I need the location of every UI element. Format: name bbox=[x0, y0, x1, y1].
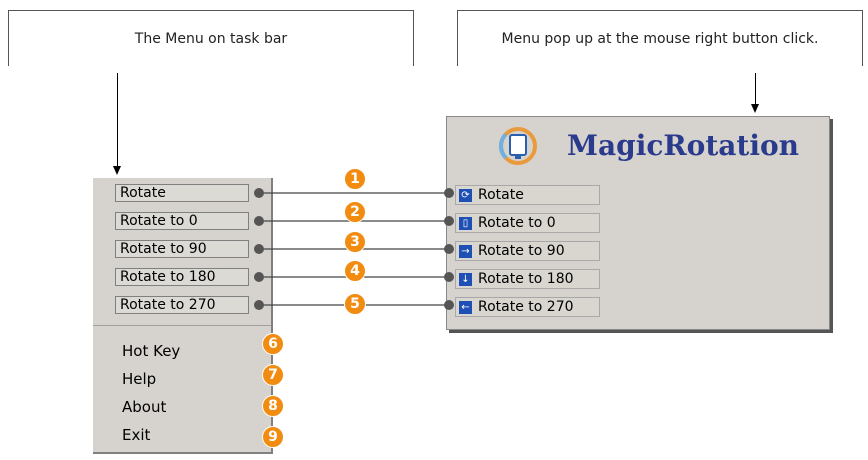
popup-rotate-label: Rotate bbox=[478, 187, 524, 203]
menu-item-help[interactable]: Help bbox=[122, 370, 157, 388]
connector-dot-left-3 bbox=[254, 244, 264, 254]
popup-rotate-0-button[interactable]: ▯ Rotate to 0 bbox=[455, 213, 600, 233]
menu-item-exit[interactable]: Exit bbox=[122, 426, 151, 444]
connector-dot-right-5 bbox=[444, 300, 454, 310]
connector-dot-left-1 bbox=[254, 188, 264, 198]
badge-4: 4 bbox=[344, 260, 366, 282]
magicrotation-logo-text: MagicRotation bbox=[567, 129, 800, 162]
popup-menu: MagicRotation ⟳ Rotate ▯ Rotate to 0 → R… bbox=[446, 116, 830, 330]
badge-5: 5 bbox=[344, 293, 366, 315]
connector-dot-right-4 bbox=[444, 272, 454, 282]
arrowhead-right bbox=[751, 104, 759, 113]
taskbar-rotate-90-button[interactable]: Rotate to 90 bbox=[115, 240, 249, 258]
magicrotation-logo-icon bbox=[499, 127, 537, 165]
popup-rotate-0-label: Rotate to 0 bbox=[478, 215, 556, 231]
rotate-90-icon: → bbox=[459, 245, 472, 258]
rotate-270-icon: ← bbox=[459, 301, 472, 314]
rotate-icon: ⟳ bbox=[459, 189, 472, 202]
taskbar-rotate-0-button[interactable]: Rotate to 0 bbox=[115, 212, 249, 230]
popup-rotate-270-label: Rotate to 270 bbox=[478, 299, 574, 315]
connector-dot-right-2 bbox=[444, 216, 454, 226]
callout-taskbar-menu: The Menu on task bar bbox=[8, 10, 414, 67]
connector-dot-right-1 bbox=[444, 188, 454, 198]
connector-dot-left-4 bbox=[254, 272, 264, 282]
badge-6: 6 bbox=[262, 333, 284, 355]
badge-3: 3 bbox=[344, 231, 366, 253]
menu-item-hot-key[interactable]: Hot Key bbox=[122, 342, 181, 360]
badge-8: 8 bbox=[262, 395, 284, 417]
callout-popup-menu: Menu pop up at the mouse right button cl… bbox=[457, 10, 863, 67]
taskbar-rotate-button[interactable]: Rotate bbox=[115, 184, 249, 202]
popup-rotate-180-label: Rotate to 180 bbox=[478, 271, 574, 287]
badge-1: 1 bbox=[344, 168, 366, 190]
connector-dot-left-5 bbox=[254, 300, 264, 310]
popup-rotate-button[interactable]: ⟳ Rotate bbox=[455, 185, 600, 205]
rotate-180-icon: ↓ bbox=[459, 273, 472, 286]
connector-dot-left-2 bbox=[254, 216, 264, 226]
callout-taskbar-text: The Menu on task bar bbox=[134, 30, 288, 47]
callout-popup-text: Menu pop up at the mouse right button cl… bbox=[501, 30, 819, 47]
popup-rotate-270-button[interactable]: ← Rotate to 270 bbox=[455, 297, 600, 317]
taskbar-rotate-180-button[interactable]: Rotate to 180 bbox=[115, 268, 249, 286]
popup-rotate-90-label: Rotate to 90 bbox=[478, 243, 565, 259]
connector-dot-right-3 bbox=[444, 244, 454, 254]
badge-7: 7 bbox=[262, 364, 284, 386]
popup-rotate-90-button[interactable]: → Rotate to 90 bbox=[455, 241, 600, 261]
rotate-0-icon: ▯ bbox=[459, 217, 472, 230]
badge-9: 9 bbox=[262, 426, 284, 448]
badge-2: 2 bbox=[344, 201, 366, 223]
arrowhead-left bbox=[113, 166, 121, 175]
popup-rotate-180-button[interactable]: ↓ Rotate to 180 bbox=[455, 269, 600, 289]
taskbar-rotate-270-button[interactable]: Rotate to 270 bbox=[115, 296, 249, 314]
menu-separator bbox=[93, 325, 271, 326]
arrow-line-left bbox=[117, 73, 118, 167]
menu-item-about[interactable]: About bbox=[122, 398, 167, 416]
taskbar-menu: Rotate Rotate to 0 Rotate to 90 Rotate t… bbox=[93, 178, 273, 454]
arrow-line-right bbox=[755, 73, 756, 105]
